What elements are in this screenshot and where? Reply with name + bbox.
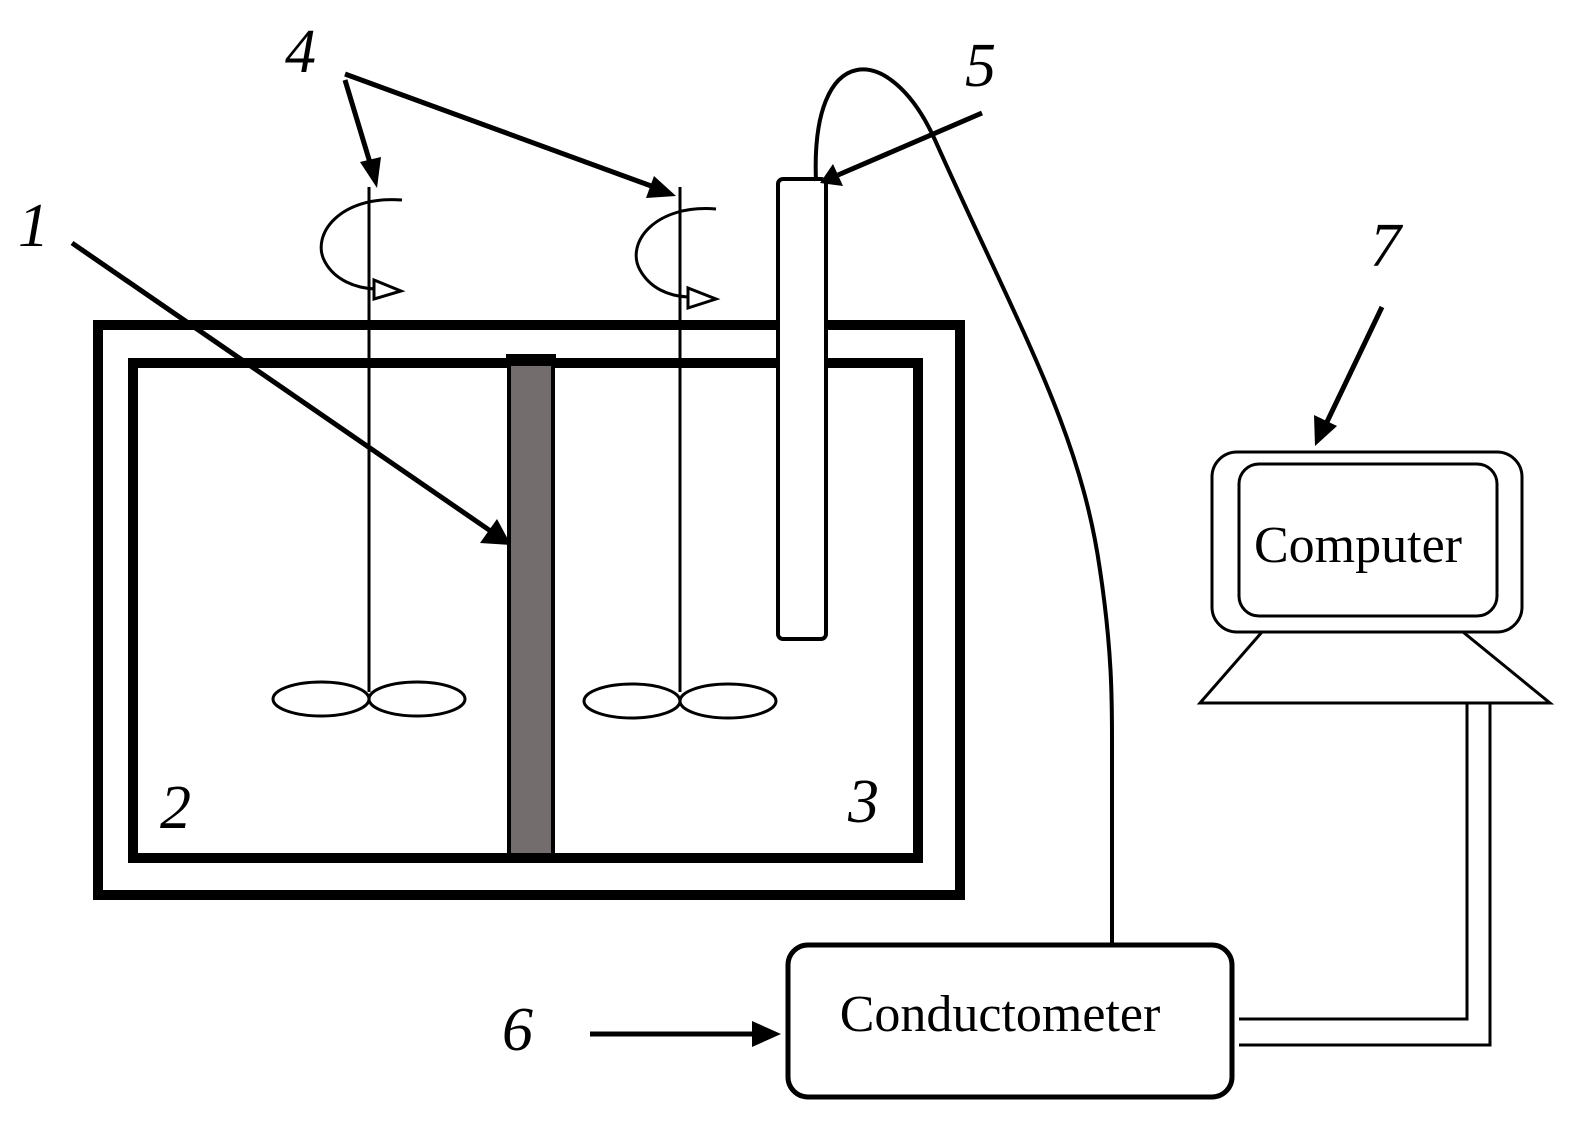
- label-2: 2: [160, 774, 191, 842]
- membrane: [507, 358, 555, 857]
- computer-stand: [1196, 630, 1555, 705]
- right-impeller: [582, 682, 778, 720]
- arrow-computer-icon: [1314, 305, 1385, 446]
- computer-label: Computer: [1254, 517, 1462, 574]
- left-rotation-arrow-icon: [319, 198, 406, 302]
- arrow-membrane-icon: [70, 240, 511, 545]
- conductometer-label: Conductometer: [840, 986, 1161, 1043]
- conductometer-box: [785, 942, 1235, 1100]
- arrow-probe-icon: [820, 110, 983, 186]
- arrow-left-stirrer-icon: [342, 79, 381, 188]
- label-3: 3: [847, 768, 879, 836]
- computer-screen: [1237, 462, 1499, 618]
- left-impeller: [271, 680, 467, 718]
- label-1: 1: [18, 192, 49, 260]
- data-cable: [1239, 703, 1492, 1047]
- label-4: 4: [285, 18, 316, 86]
- probe-cable: [813, 67, 1114, 945]
- label-6: 6: [502, 996, 533, 1064]
- conductivity-probe: [776, 177, 828, 641]
- arrow-input-icon: [590, 1021, 781, 1047]
- membrane-cap: [506, 354, 556, 366]
- arrow-right-stirrer-icon: [344, 71, 676, 198]
- outer-vessel: [93, 320, 965, 900]
- label-5: 5: [965, 32, 996, 100]
- label-7: 7: [1370, 212, 1404, 280]
- right-rotation-arrow-icon: [634, 207, 721, 311]
